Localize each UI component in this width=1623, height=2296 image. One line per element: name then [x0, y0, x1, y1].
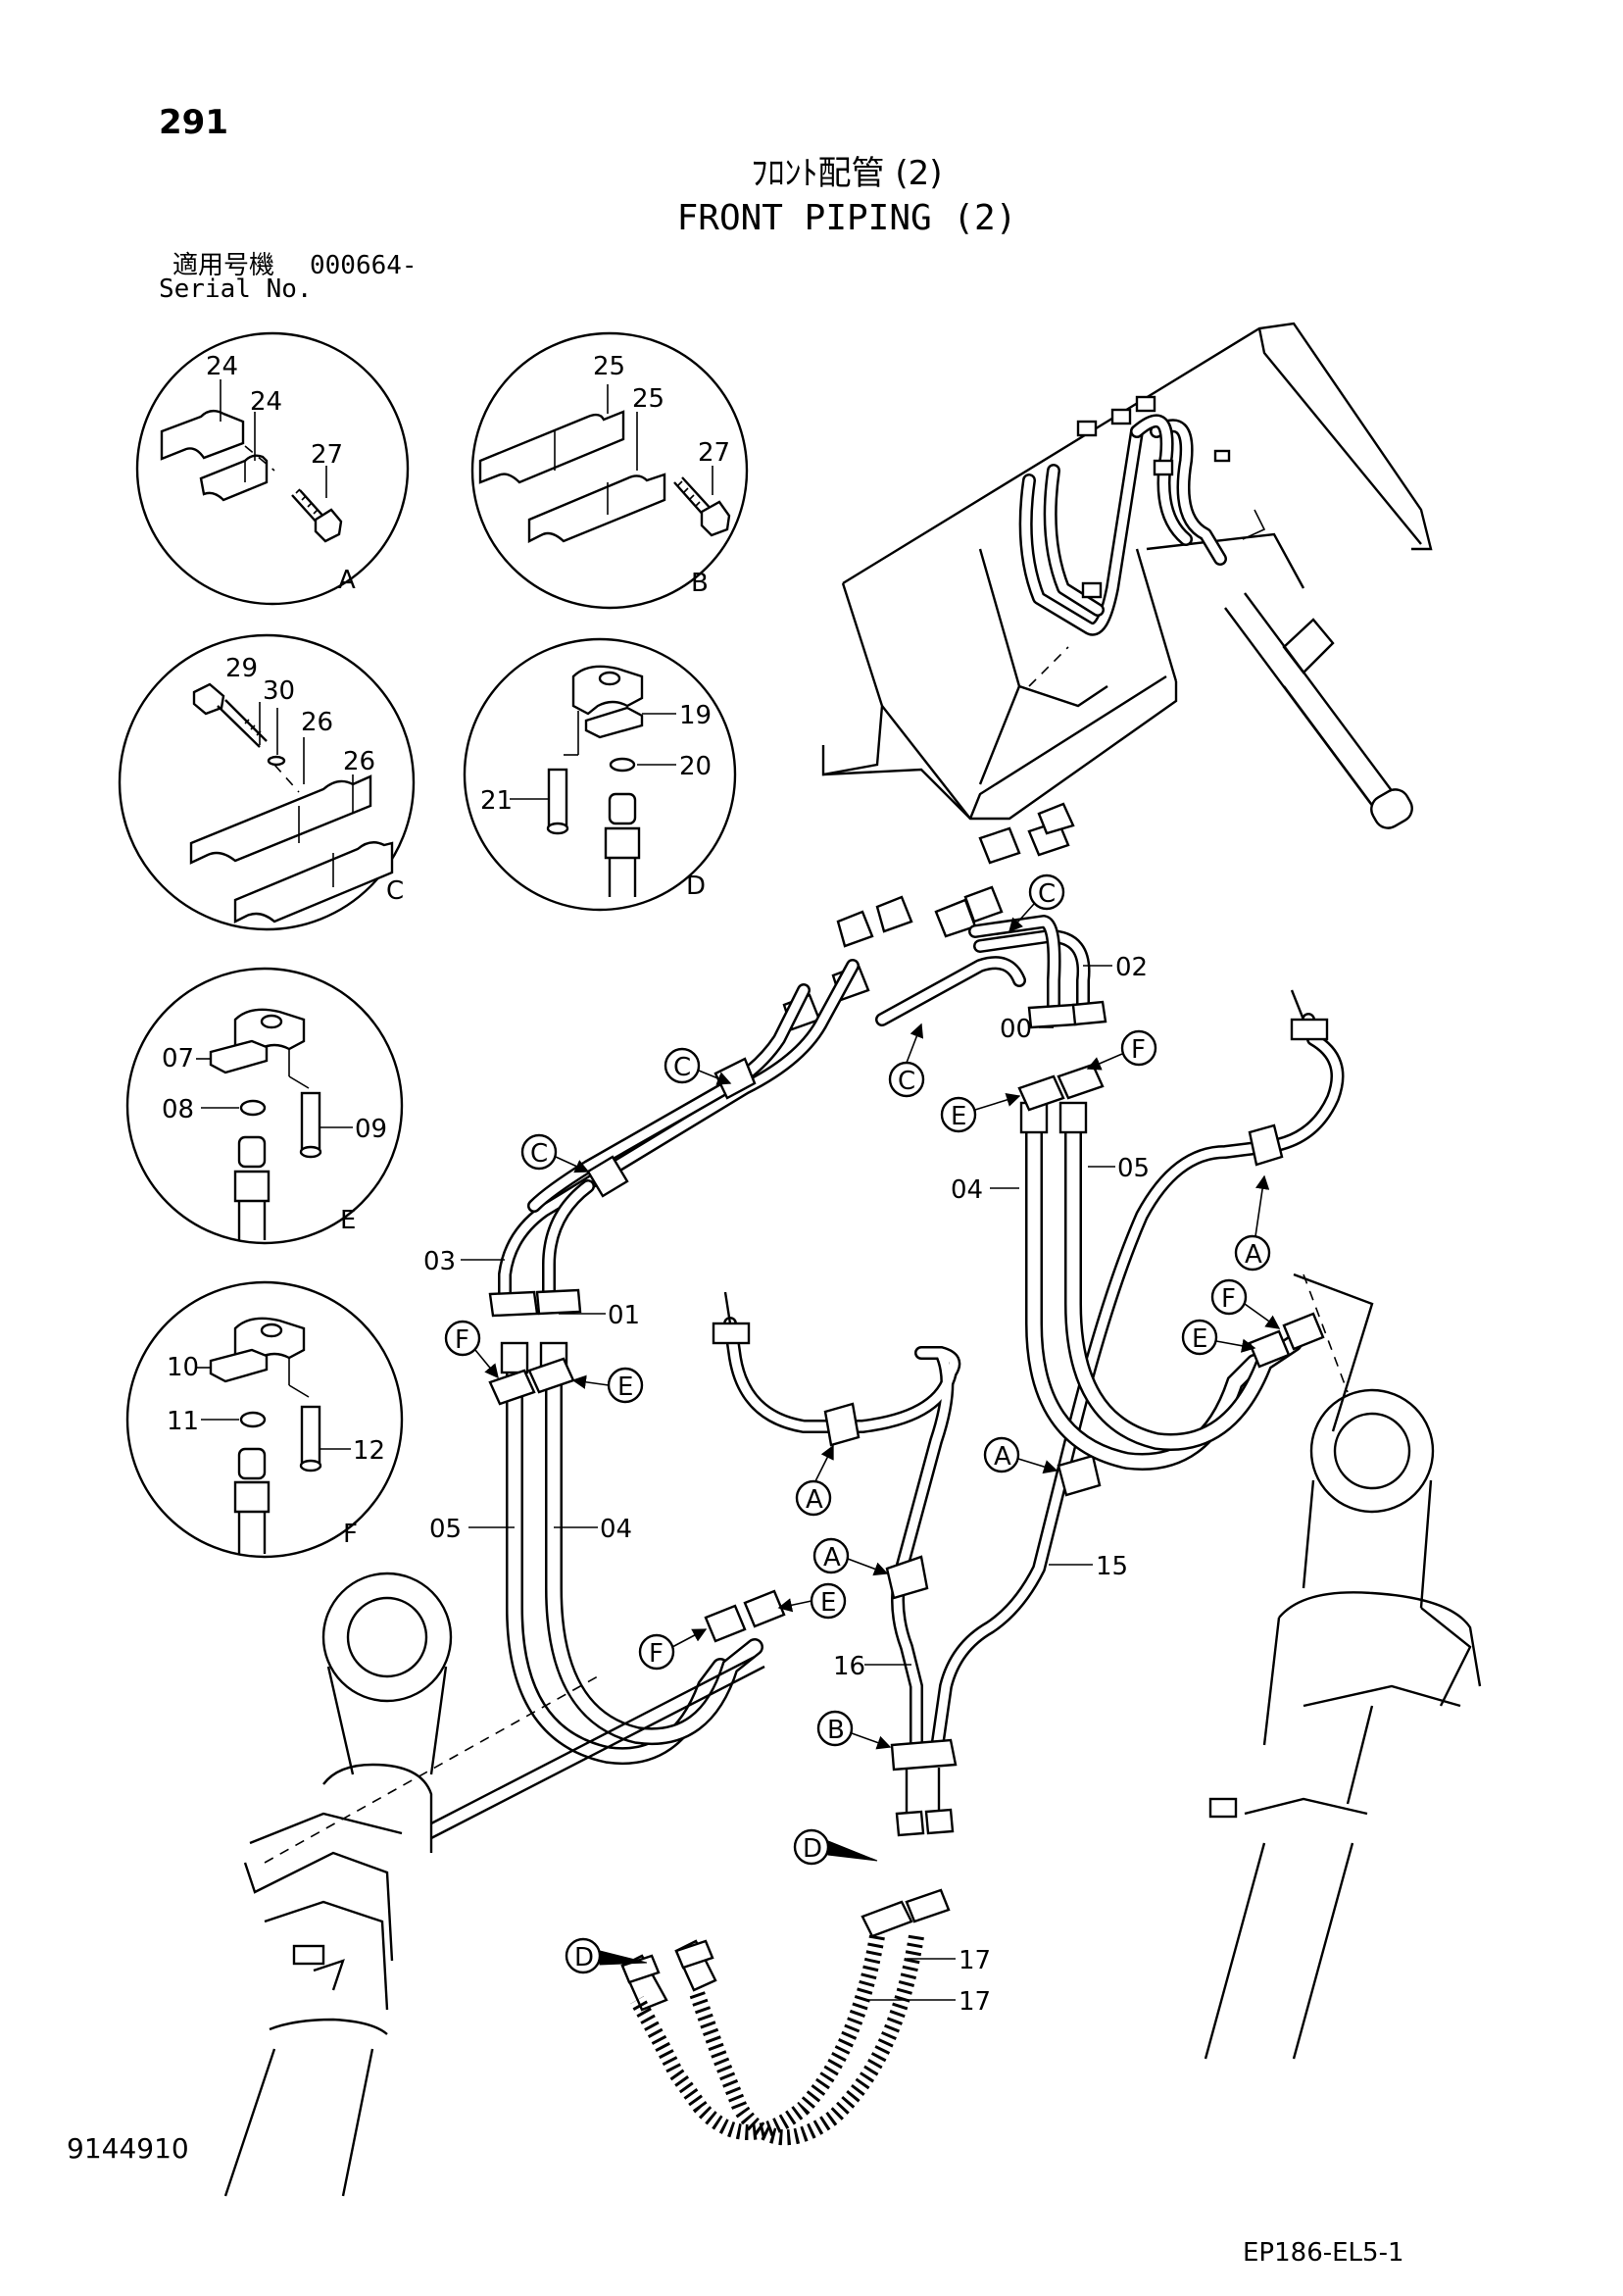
detail-c-part-29: 29 — [225, 654, 258, 683]
detail-view-d: 19 20 21 D — [463, 637, 737, 912]
svg-text:A: A — [823, 1543, 841, 1572]
detail-a-letter: A — [338, 566, 356, 595]
detail-d-part-21: 21 — [480, 786, 513, 816]
detail-b-part-25-upper: 25 — [593, 352, 625, 381]
steel-pipes — [488, 915, 1345, 1837]
main-part-labels: 02 00 05 04 03 01 05 04 15 16 17 17 — [423, 953, 1150, 2017]
part-label-05-right: 05 — [1117, 1154, 1150, 1183]
svg-text:D: D — [803, 1834, 822, 1864]
detail-f-part-10: 10 — [167, 1353, 199, 1382]
callout-e-1: E — [940, 1092, 1021, 1133]
detail-c-part-26-upper: 26 — [301, 708, 333, 737]
page-number: 291 — [159, 103, 228, 142]
callout-c-1: C — [1008, 873, 1065, 933]
part-label-02: 02 — [1115, 953, 1148, 982]
svg-text:C: C — [1038, 879, 1056, 909]
split-flange-fittings — [488, 1063, 1325, 1984]
part-label-04-right: 04 — [951, 1175, 983, 1205]
detail-view-c: 29 30 26 26 C — [118, 633, 416, 931]
svg-text:A: A — [994, 1442, 1011, 1472]
svg-text:A: A — [806, 1485, 823, 1515]
callout-e-2: E — [571, 1367, 644, 1404]
callout-c-3: C — [664, 1047, 732, 1085]
callout-f-1: F — [1086, 1029, 1157, 1071]
figure-code: EP186-EL5-1 — [1243, 2238, 1404, 2268]
detail-view-f: 10 11 12 F — [125, 1280, 404, 1559]
svg-text:C: C — [673, 1053, 691, 1082]
detail-c-letter: C — [386, 876, 404, 906]
svg-text:C: C — [530, 1139, 548, 1169]
detail-c-part-30: 30 — [263, 676, 295, 706]
svg-text:D: D — [574, 1943, 594, 1972]
part-label-01: 01 — [608, 1301, 640, 1330]
callout-d-1: D — [793, 1828, 878, 1866]
svg-text:E: E — [617, 1373, 633, 1402]
callout-a-1: A — [1234, 1174, 1271, 1272]
detail-f-part-11: 11 — [167, 1407, 199, 1436]
detail-a-part-27: 27 — [311, 440, 343, 470]
svg-text:B: B — [827, 1716, 845, 1745]
serial-label: Serial No. — [159, 275, 313, 304]
detail-e-part-07: 07 — [162, 1044, 194, 1073]
detail-b-letter: B — [691, 569, 709, 598]
detail-a-part-24-upper: 24 — [206, 352, 238, 381]
drawing-number: 9144910 — [67, 2132, 189, 2165]
callout-d-2: D — [565, 1937, 648, 1974]
detail-e-part-08: 08 — [162, 1095, 194, 1124]
detail-d-part-20: 20 — [679, 752, 712, 781]
svg-text:E: E — [820, 1588, 836, 1618]
callout-a-3: A — [795, 1444, 834, 1517]
part-label-17-lower: 17 — [959, 1987, 991, 2017]
svg-text:F: F — [1221, 1284, 1236, 1314]
detail-view-b: 25 25 27 B — [470, 331, 749, 610]
detail-view-e: 07 08 09 E — [125, 967, 404, 1245]
detail-d-letter: D — [686, 872, 706, 901]
part-label-16: 16 — [833, 1652, 865, 1681]
callout-c-2: C — [888, 1023, 925, 1098]
callout-a-4: A — [812, 1537, 889, 1576]
svg-text:E: E — [1192, 1324, 1207, 1354]
part-label-00: 00 — [1000, 1015, 1032, 1044]
detail-f-part-12: 12 — [353, 1436, 385, 1466]
page-title: FRONT PIPING (2) — [676, 198, 1017, 238]
callout-a-2: A — [983, 1436, 1058, 1474]
detail-b-part-27: 27 — [698, 438, 730, 468]
callout-e-3: E — [1181, 1319, 1256, 1356]
svg-text:F: F — [1131, 1035, 1146, 1065]
part-label-15: 15 — [1096, 1552, 1128, 1581]
detail-view-a: 24 24 27 A — [135, 331, 410, 606]
page-title-japanese: ﾌﾛﾝﾄ配管 (2) — [751, 154, 943, 193]
callout-b-1: B — [816, 1710, 892, 1750]
part-label-05-left: 05 — [429, 1515, 462, 1544]
detail-d-part-19: 19 — [679, 701, 712, 730]
callout-e-4: E — [777, 1582, 847, 1620]
callout-bubbles: C C C C F — [444, 873, 1281, 1974]
callout-c-4: C — [520, 1133, 590, 1173]
detail-a-part-24-lower: 24 — [250, 387, 282, 417]
svg-text:E: E — [951, 1102, 966, 1131]
detail-b-part-25-lower: 25 — [632, 384, 664, 414]
svg-text:F: F — [649, 1639, 664, 1669]
callout-f-4: F — [638, 1628, 708, 1671]
svg-text:F: F — [455, 1325, 469, 1355]
svg-text:A: A — [1245, 1240, 1262, 1270]
part-label-17-upper: 17 — [959, 1946, 991, 1975]
callout-f-2: F — [444, 1320, 499, 1379]
boom-structure — [821, 322, 1433, 829]
callout-f-3: F — [1210, 1278, 1281, 1329]
part-label-04-left: 04 — [600, 1515, 632, 1544]
serial-label-japanese: 適用号機 — [172, 251, 275, 280]
right-arm-cylinder — [1204, 1273, 1482, 2060]
part-label-03: 03 — [423, 1247, 456, 1276]
detail-f-letter: F — [343, 1520, 358, 1549]
rubber-hoses — [500, 1101, 1303, 2146]
detail-c-part-26-lower: 26 — [343, 747, 375, 776]
detail-e-part-09: 09 — [355, 1115, 387, 1144]
svg-text:C: C — [898, 1067, 915, 1096]
left-arm-cylinder — [223, 1572, 765, 2197]
serial-number-value: 000664- — [310, 251, 418, 280]
detail-e-letter: E — [340, 1206, 356, 1235]
